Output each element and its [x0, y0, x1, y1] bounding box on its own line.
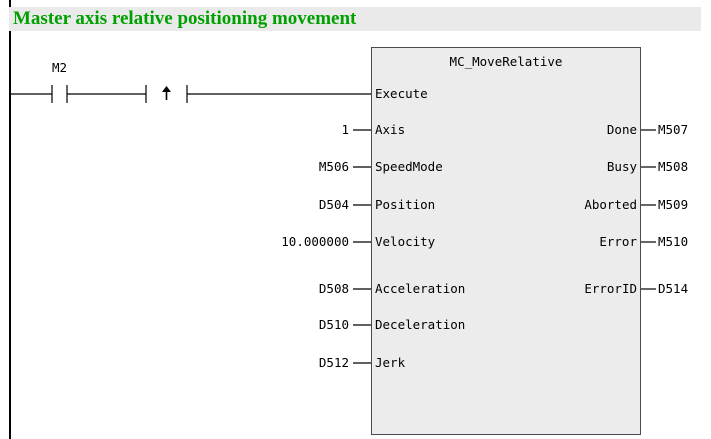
pin-position-label: Position: [375, 197, 436, 212]
input-deceleration-value[interactable]: D510: [318, 317, 349, 332]
function-block-mc-moverelative[interactable]: [371, 47, 641, 435]
output-errorid-value[interactable]: D514: [658, 281, 689, 296]
pin-speedmode-label: SpeedMode: [375, 159, 443, 174]
contact-m2-label: M2: [52, 60, 68, 75]
pin-error-label: Error: [599, 234, 637, 249]
pin-axis-label: Axis: [375, 122, 406, 137]
pin-done-label: Done: [606, 122, 637, 137]
input-position-value[interactable]: D504: [318, 197, 349, 212]
input-jerk-value[interactable]: D512: [318, 355, 349, 370]
rung-comment[interactable]: Master axis relative positioning movemen…: [9, 7, 701, 31]
output-busy-value[interactable]: M508: [658, 159, 689, 174]
input-speedmode-value[interactable]: M506: [318, 159, 349, 174]
output-error-value[interactable]: M510: [658, 234, 689, 249]
pin-velocity-label: Velocity: [375, 234, 436, 249]
pin-deceleration-label: Deceleration: [375, 317, 466, 332]
pin-errorid-label: ErrorID: [584, 281, 637, 296]
input-velocity-value[interactable]: 10.000000: [281, 234, 349, 249]
pin-aborted-label: Aborted: [584, 197, 637, 212]
pin-busy-label: Busy: [606, 159, 637, 174]
output-done-value[interactable]: M507: [658, 122, 689, 137]
pin-jerk-label: Jerk: [375, 355, 406, 370]
pin-acceleration-label: Acceleration: [375, 281, 466, 296]
pin-execute-label: Execute: [375, 86, 428, 101]
input-acceleration-value[interactable]: D508: [318, 281, 349, 296]
function-block-title: MC_MoveRelative: [449, 54, 563, 69]
output-aborted-value[interactable]: M509: [658, 197, 689, 212]
left-power-rail: [9, 0, 11, 439]
input-axis-value[interactable]: 1: [341, 122, 349, 137]
